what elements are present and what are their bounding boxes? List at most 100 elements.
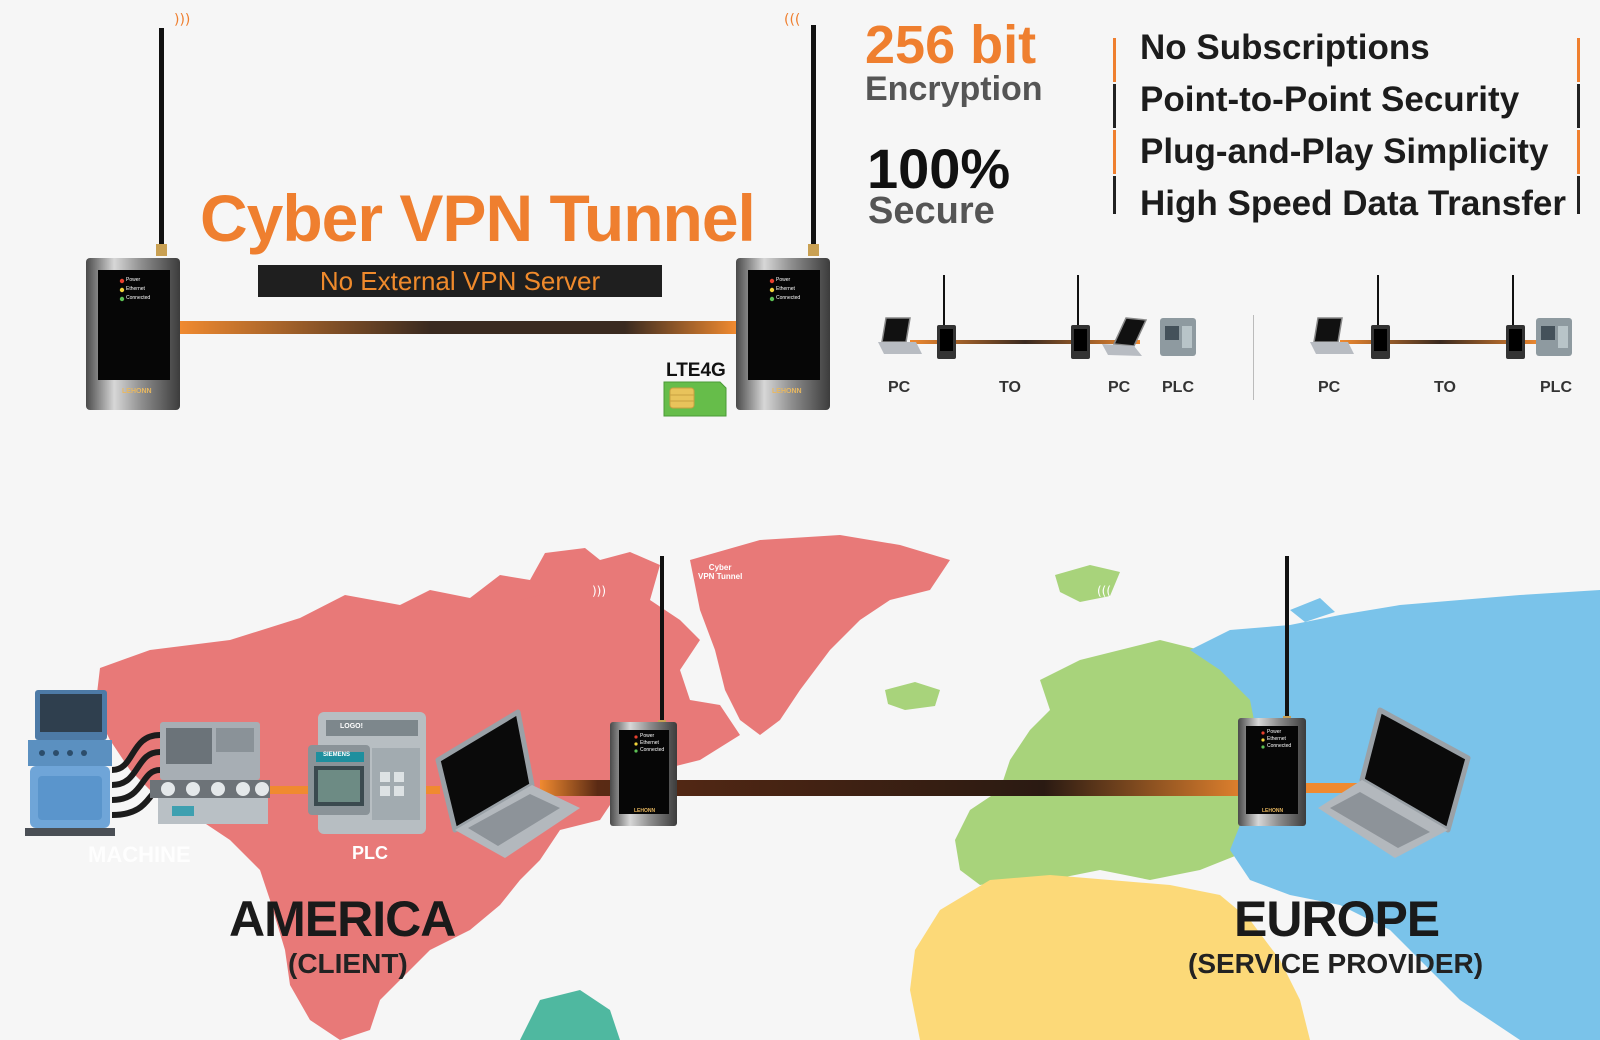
signal-icon: ((( <box>784 12 800 28</box>
signal-icon: ))) <box>592 584 606 598</box>
led-label-connected: Connected <box>126 295 151 301</box>
led-label-power: Power <box>640 733 655 739</box>
device-brand-right: LEHONN <box>772 388 802 395</box>
laptop-america <box>435 709 580 858</box>
mini-label-pc: PC <box>1108 379 1131 396</box>
vpn-device-left: ))) <box>86 12 190 410</box>
mini-label-plc: PLC <box>1540 379 1572 396</box>
secure-value: 100% <box>867 137 1011 200</box>
led-power <box>769 278 775 284</box>
tunnel-caption-line2: VPN Tunnel <box>698 572 743 581</box>
region-america: AMERICA <box>229 891 456 947</box>
led-label-ethernet: Ethernet <box>776 286 795 292</box>
antenna <box>1285 556 1289 720</box>
greenland-landmass <box>690 535 950 735</box>
laptop-icon <box>1310 317 1354 354</box>
mini-diagram-pc-to-plc <box>1310 275 1572 359</box>
plc-icon <box>1160 318 1196 356</box>
plc-icon <box>1536 318 1572 356</box>
mini-vpn-device <box>1371 275 1390 359</box>
africa-landmass <box>910 875 1310 1040</box>
led-label-ethernet: Ethernet <box>1267 736 1286 742</box>
encryption-value: 256 bit <box>865 15 1037 75</box>
led-label-power: Power <box>1267 729 1282 735</box>
led-label-connected: Connected <box>776 295 801 301</box>
led-label-connected: Connected <box>1267 743 1292 749</box>
region-europe: EUROPE <box>1234 891 1440 947</box>
led-power <box>119 278 125 284</box>
mini-label-pc: PC <box>888 379 911 396</box>
mini-label-to: TO <box>1434 379 1456 396</box>
laptop-europe <box>1318 707 1471 858</box>
plc-model-label: LOGO! <box>340 723 363 730</box>
feature-item: Point-to-Point Security <box>1140 80 1520 119</box>
mini-diagram-divider <box>1253 315 1254 400</box>
antenna <box>811 25 816 247</box>
main-title: Cyber VPN Tunnel <box>200 181 756 255</box>
tunnel-caption-line1: Cyber <box>708 563 732 572</box>
device-face <box>619 730 669 814</box>
led-ethernet <box>119 287 125 293</box>
vpn-cable-map <box>540 780 1260 796</box>
led-ethernet <box>769 287 775 293</box>
led-label-connected: Connected <box>640 747 665 753</box>
arctic-island <box>520 590 590 625</box>
antenna <box>159 28 164 246</box>
led-connected <box>119 296 125 302</box>
asia-island <box>1290 598 1335 622</box>
feature-item: High Speed Data Transfer <box>1140 184 1566 223</box>
mini-label-to: TO <box>999 379 1021 396</box>
region-america-sub: (CLIENT) <box>288 948 408 979</box>
led-label-power: Power <box>776 277 791 283</box>
plc-label: PLC <box>352 843 388 863</box>
vpn-cable-top <box>180 321 736 334</box>
antenna-base <box>156 244 167 256</box>
mini-diagram-pc-to-pc-plc <box>878 275 1196 359</box>
feature-bars-right <box>1577 38 1580 214</box>
device-brand-europe: LEHONN <box>1262 808 1284 814</box>
mini-vpn-device <box>937 275 956 359</box>
mini-label-plc: PLC <box>1162 379 1194 396</box>
led-label-power: Power <box>126 277 141 283</box>
plc-brand-label: SIEMENS <box>323 752 351 758</box>
iceland-landmass <box>885 682 940 710</box>
south-america-landmass <box>520 990 620 1040</box>
subtitle-banner: No External VPN Server <box>258 265 662 297</box>
led-label-ethernet: Ethernet <box>640 740 659 746</box>
device-face <box>748 270 820 380</box>
sim-card-icon <box>663 381 727 417</box>
machine-cable <box>268 786 318 794</box>
feature-list: No Subscriptions Point-to-Point Security… <box>1140 22 1566 230</box>
tunnel-caption: Cyber VPN Tunnel <box>698 563 742 581</box>
mini-vpn-device <box>1506 275 1525 359</box>
led-connected <box>769 296 775 302</box>
machine-illustration <box>25 690 270 836</box>
europe-laptop-cable <box>1300 783 1360 793</box>
region-europe-sub: (SERVICE PROVIDER) <box>1188 948 1484 979</box>
sim-label: LTE4G <box>666 360 726 381</box>
encryption-label: Encryption <box>865 70 1043 108</box>
device-face <box>1246 726 1298 814</box>
vpn-device-europe: ((( <box>1097 556 1306 826</box>
feature-bars-left <box>1113 38 1116 214</box>
feature-item: No Subscriptions <box>1140 28 1430 67</box>
vpn-device-america: ))) <box>592 556 677 826</box>
device-brand-america: LEHONN <box>634 808 656 814</box>
europe-landmass <box>955 640 1270 885</box>
plc-illustration <box>308 712 426 834</box>
secure-label: Secure <box>868 190 995 232</box>
led-label-ethernet: Ethernet <box>126 286 145 292</box>
mini-vpn-device <box>1071 275 1090 359</box>
feature-item: Plug-and-Play Simplicity <box>1140 132 1549 171</box>
device-face <box>98 270 170 380</box>
vpn-device-right: ((( <box>736 12 830 410</box>
antenna-base <box>808 244 819 256</box>
machine-label: MACHINE <box>88 842 191 867</box>
signal-icon: ))) <box>174 12 190 28</box>
device-brand-left: LEHONN <box>122 388 152 395</box>
laptop-icon <box>1102 317 1148 356</box>
laptop-icon <box>878 317 922 354</box>
antenna <box>660 556 664 724</box>
svalbard-landmass <box>1055 565 1120 602</box>
